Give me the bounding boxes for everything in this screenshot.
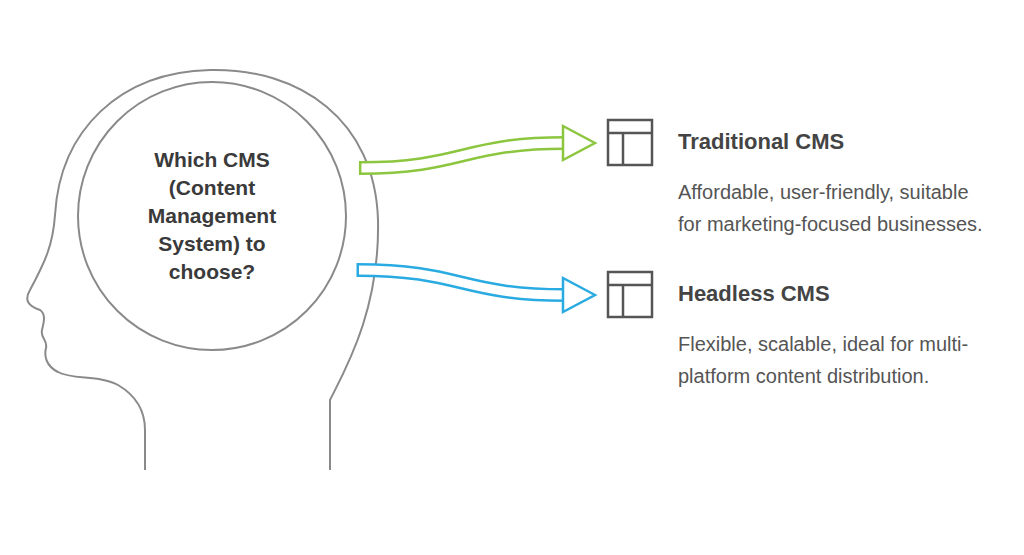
hollow-arrow xyxy=(358,263,595,312)
hollow-arrow xyxy=(360,126,595,175)
option-item: Traditional CMS Affordable, user-friendly… xyxy=(605,118,1005,278)
question-circle: Which CMS (Content Management System) to… xyxy=(77,81,347,351)
option-description: Affordable, user-friendly, suitable for … xyxy=(678,176,990,240)
question-text: Which CMS (Content Management System) to… xyxy=(127,146,297,286)
option-item: Headless CMS Flexible, scalable, ideal fo… xyxy=(605,270,1005,430)
head-outline xyxy=(27,70,378,470)
option-description: Flexible, scalable, ideal for multi-plat… xyxy=(678,328,990,392)
option-heading: Traditional CMS xyxy=(678,128,844,156)
layout-icon xyxy=(605,118,655,168)
layout-icon xyxy=(605,270,655,320)
option-heading: Headless CMS xyxy=(678,280,830,308)
